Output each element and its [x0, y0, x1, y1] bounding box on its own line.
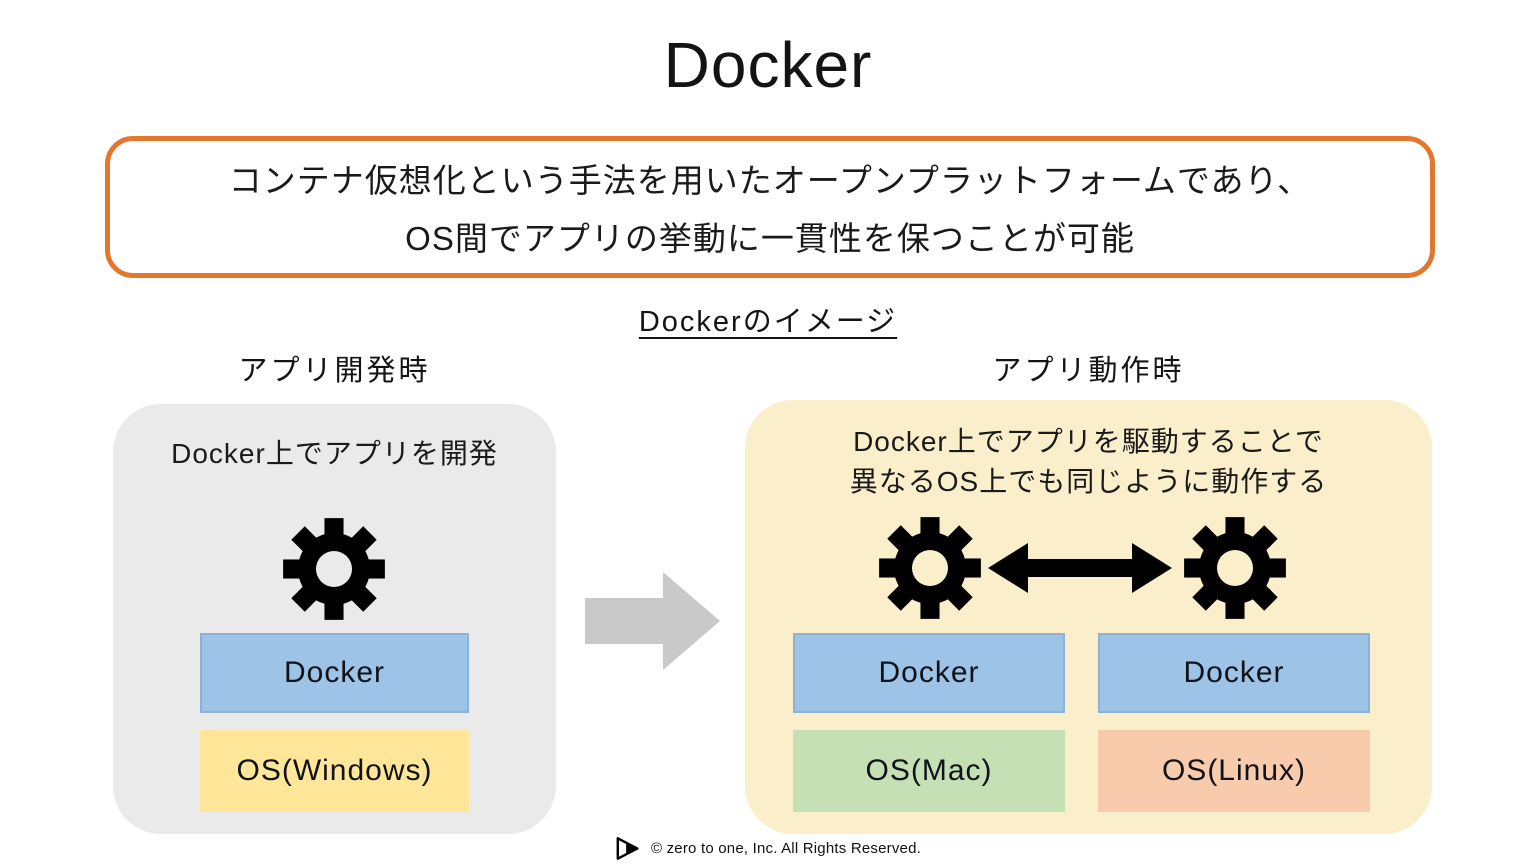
flow-right-arrow-icon — [585, 572, 720, 670]
os-windows-label: OS(Windows) — [236, 754, 433, 787]
os-linux-label: OS(Linux) — [1161, 754, 1307, 787]
docker-layer-box-linux: Docker — [1098, 633, 1370, 713]
summary-callout: コンテナ仮想化という手法を用いたオープンプラットフォームであり、 OS間でアプリ… — [105, 136, 1435, 278]
os-mac-box: OS(Mac) — [793, 730, 1065, 812]
runtime-panel-caption: Docker上でアプリを駆動することで 異なるOS上でも同じように動作する — [745, 422, 1432, 502]
section-heading: Dockerのイメージ — [638, 306, 898, 338]
app-gear-icon — [283, 518, 385, 620]
docker-layer-label: Docker — [283, 656, 386, 689]
double-arrow-icon — [988, 543, 1172, 593]
left-panel-label: アプリ開発時 — [238, 355, 431, 387]
zero-to-one-logo-icon — [616, 836, 639, 860]
summary-line-2: OS間でアプリの挙動に一貫性を保つことが可能 — [405, 220, 1135, 257]
copyright-text: © zero to one, Inc. All Rights Reserved. — [650, 839, 921, 857]
runtime-caption-line-2: 異なるOS上でも同じように動作する — [849, 465, 1328, 497]
right-panel-label: アプリ動作時 — [992, 355, 1185, 387]
dev-panel-caption: Docker上でアプリを開発 — [171, 438, 498, 469]
runtime-caption-line-1: Docker上でアプリを駆動することで — [853, 426, 1324, 457]
app-gear-icon-right — [1184, 517, 1286, 619]
footer: © zero to one, Inc. All Rights Reserved. — [0, 834, 1536, 862]
docker-layer-box-mac: Docker — [793, 633, 1065, 713]
page-title: Docker — [663, 29, 873, 101]
docker-layer-box: Docker — [200, 633, 469, 713]
os-mac-label: OS(Mac) — [865, 754, 993, 787]
os-windows-box: OS(Windows) — [200, 730, 469, 812]
summary-line-1: コンテナ仮想化という手法を用いたオープンプラットフォームであり、 — [228, 162, 1312, 199]
docker-layer-label-mac: Docker — [878, 656, 980, 689]
os-linux-box: OS(Linux) — [1098, 730, 1370, 812]
runtime-panel: Docker上でアプリを駆動することで 異なるOS上でも同じように動作する Do… — [745, 400, 1432, 834]
app-gear-icon-left — [879, 517, 981, 619]
dev-time-panel: Docker上でアプリを開発 Docker OS(Windows) — [113, 404, 556, 834]
docker-layer-label-linux: Docker — [1183, 656, 1285, 689]
